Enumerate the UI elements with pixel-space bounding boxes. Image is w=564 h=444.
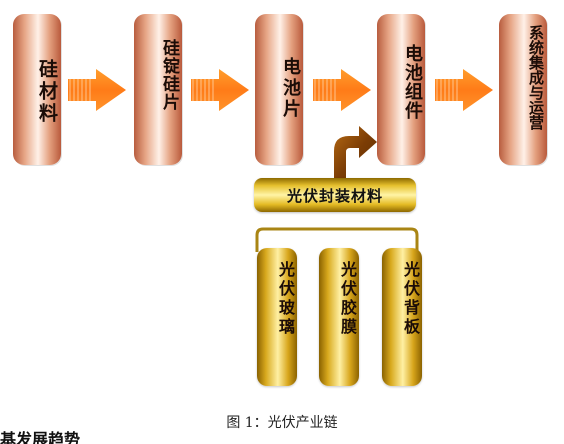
material-label: 光伏背板 bbox=[401, 261, 420, 337]
material-bracket bbox=[255, 227, 419, 252]
bent-input-arrow bbox=[334, 126, 377, 182]
material-pv-glass: 光伏玻璃 bbox=[257, 248, 297, 386]
flow-arrow-4 bbox=[435, 69, 493, 111]
stage-module: 电池组件 bbox=[377, 14, 425, 165]
section-heading-partial: 基发展趋势 bbox=[0, 430, 81, 444]
stage-label: 电池组件 bbox=[402, 44, 423, 120]
stage-label: 系统集成与运营 bbox=[527, 25, 545, 130]
encapsulation-materials-bar: 光伏封装材料 bbox=[254, 178, 416, 212]
stage-solar-cell: 电池片 bbox=[255, 14, 303, 165]
material-pv-backsheet: 光伏背板 bbox=[382, 248, 422, 386]
figure-caption: 图 1：光伏产业链 bbox=[226, 415, 338, 431]
encapsulation-materials-title: 光伏封装材料 bbox=[286, 186, 383, 205]
stage-label: 硅材料 bbox=[36, 59, 58, 125]
flow-arrow-3 bbox=[313, 69, 371, 111]
material-label: 光伏胶膜 bbox=[338, 261, 357, 337]
material-pv-film: 光伏胶膜 bbox=[319, 248, 359, 386]
flow-arrow-2 bbox=[191, 69, 249, 111]
stage-label: 硅锭硅片 bbox=[159, 39, 179, 111]
flow-arrow-1 bbox=[68, 69, 126, 111]
stage-label: 电池片 bbox=[280, 57, 301, 120]
stage-silicon-material: 硅材料 bbox=[13, 14, 61, 165]
material-label: 光伏玻璃 bbox=[276, 261, 295, 337]
stage-silicon-ingot-wafer: 硅锭硅片 bbox=[134, 14, 182, 165]
stage-system-integration-operation: 系统集成与运营 bbox=[499, 14, 547, 165]
